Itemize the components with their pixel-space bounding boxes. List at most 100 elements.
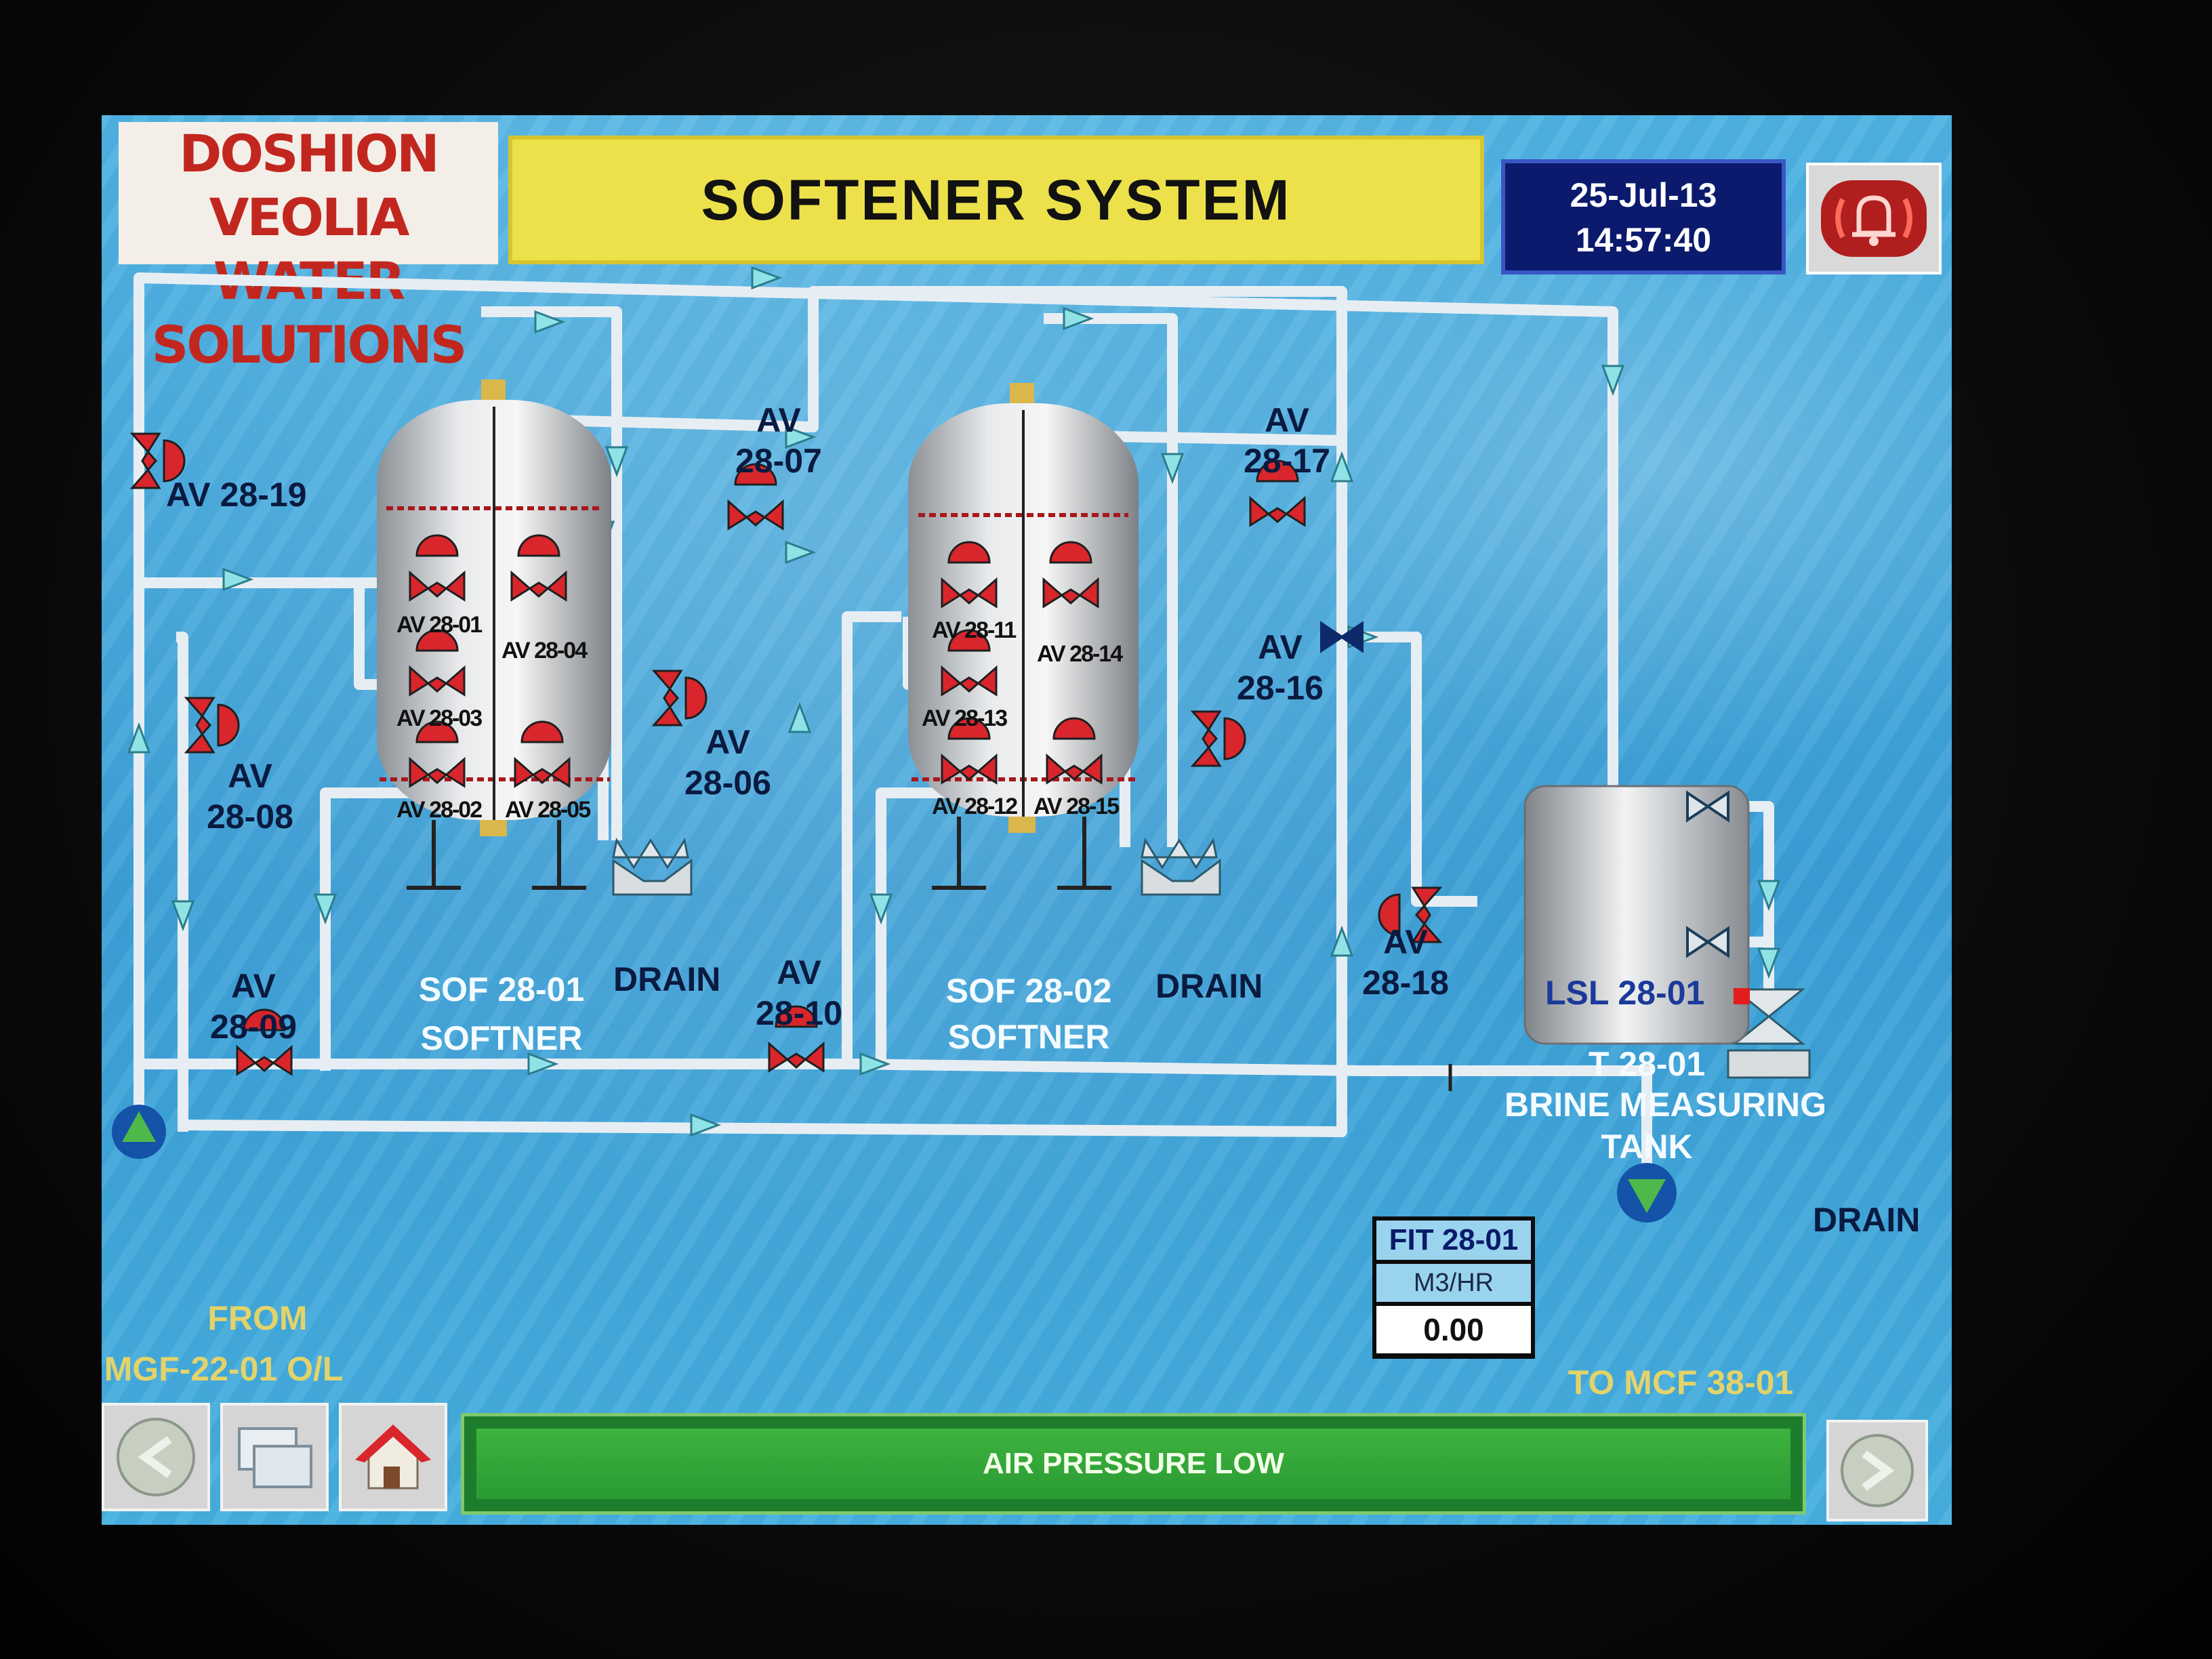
label-av-28-19: AV 28-19 [166, 476, 307, 514]
label-av-28-12: AV 28-12 [932, 794, 1018, 819]
av-number: 28-17 [1244, 442, 1330, 480]
inlet-label-line-2: MGF-22-01 O/L [104, 1350, 344, 1388]
flow-indicator: FIT 28-01 M3/HR 0.00 [1372, 1216, 1535, 1359]
logo-line-1: DOSHION VEOLIA [179, 123, 440, 247]
hmi-screen: DOSHION VEOLIA WATER SOLUTIONS SOFTENER … [102, 115, 1952, 1525]
valve-av-28-16 [1190, 710, 1246, 767]
av-number: 28-18 [1362, 964, 1449, 1002]
pipe-network [134, 272, 1774, 1172]
valve-av-28-01 [409, 534, 466, 602]
valve-av-28-17 [1249, 459, 1306, 527]
valve-av-28-13 [941, 629, 998, 697]
drain-1-label: DRAIN [613, 960, 721, 998]
inlet-label-line-1: FROM [207, 1299, 308, 1337]
valve-av-28-10 [768, 1005, 825, 1073]
alarm-button[interactable] [1806, 163, 1942, 274]
forward-button[interactable] [1826, 1420, 1928, 1521]
av-prefix: AV [231, 967, 276, 1005]
valve-av-28-08 [184, 697, 240, 754]
flow-value: 0.00 [1376, 1306, 1531, 1353]
softener-vessel-2 [908, 383, 1139, 890]
level-switch-label: LSL 28-01 [1545, 974, 1705, 1012]
time-display: 14:57:40 [1575, 221, 1712, 259]
label-av-28-01: AV 28-01 [396, 612, 483, 638]
drain-1 [612, 838, 693, 896]
valve-av-28-19 [129, 432, 186, 489]
valve-av-28-02 [409, 720, 466, 788]
label-av-28-04: AV 28-04 [501, 638, 588, 663]
control-valve-1800 [1320, 621, 1364, 653]
softener-2-tag: SOF 28-02 [945, 972, 1112, 1010]
av-number: 28-09 [210, 1008, 297, 1046]
outlet-indicator [1617, 1163, 1677, 1223]
air-valves [129, 432, 1443, 1076]
inlet-indicator [112, 1105, 166, 1159]
brine-tank-tag: T 28-01 [1588, 1045, 1706, 1083]
av-number: 28-10 [756, 994, 842, 1032]
datetime-panel: 25-Jul-13 14:57:40 [1501, 159, 1786, 274]
valve-av-28-09 [236, 1008, 293, 1076]
valve-av-28-14 [1042, 541, 1099, 609]
page-title: SOFTENER SYSTEM [508, 136, 1484, 264]
alarm-bell-icon [1821, 180, 1927, 257]
label-av-28-02: AV 28-02 [396, 797, 483, 823]
av-prefix: AV [1258, 628, 1303, 666]
windows-icon [238, 1427, 312, 1488]
valve-av-28-03 [409, 629, 466, 697]
av-number: 28-08 [207, 798, 293, 836]
valve-av-28-06 [651, 670, 708, 726]
av-number: 28-06 [684, 764, 771, 802]
av-prefix: AV [705, 723, 750, 761]
brine-tank-desc-1: BRINE MEASURING [1504, 1086, 1827, 1124]
brine-tank-desc-2: TANK [1601, 1128, 1693, 1166]
av-prefix: AV [777, 954, 821, 991]
label-av-28-14: AV 28-14 [1037, 641, 1123, 667]
valve-av-28-05 [514, 720, 571, 788]
av-number: 28-07 [735, 442, 822, 480]
av-prefix: AV [756, 401, 801, 439]
outlet-label: TO MCF 38-01 [1568, 1364, 1794, 1401]
softener-2-type: SOFTNER [947, 1018, 1110, 1056]
home-icon [355, 1425, 431, 1490]
drain-2 [1141, 838, 1221, 896]
back-button[interactable] [102, 1403, 210, 1511]
av-prefix: AV [228, 757, 272, 795]
valve-av-28-04 [510, 534, 567, 602]
process-diagram [112, 266, 1811, 1223]
drain-2-label: DRAIN [1155, 967, 1263, 1005]
label-av-28-03: AV 28-03 [396, 705, 483, 731]
drain-3-label: DRAIN [1813, 1201, 1921, 1239]
brine-tank [1523, 785, 1750, 1045]
av-prefix: AV [1383, 923, 1428, 961]
flow-tag: FIT 28-01 [1376, 1221, 1531, 1260]
valve-av-28-11 [941, 541, 998, 609]
label-av-28-05: AV 28-05 [505, 797, 591, 823]
forward-arrow-icon [1841, 1434, 1914, 1507]
valve-av-28-15 [1046, 717, 1103, 785]
home-button[interactable] [339, 1403, 447, 1511]
av-prefix: AV [1265, 401, 1309, 439]
date-display: 25-Jul-13 [1570, 176, 1717, 214]
valve-av-28-12 [941, 717, 998, 785]
status-bar: AIR PRESSURE LOW [461, 1413, 1806, 1515]
softener-vessel-1 [377, 380, 611, 890]
drain-3 [1727, 988, 1811, 1079]
manual-valves [1686, 790, 1729, 958]
softener-1-tag: SOF 28-01 [418, 970, 585, 1008]
status-message: AIR PRESSURE LOW [476, 1429, 1790, 1499]
valve-av-28-07 [727, 463, 784, 531]
back-arrow-icon [117, 1418, 195, 1496]
label-av-28-15: AV 28-15 [1033, 794, 1120, 819]
valve-av-28-18 [1378, 886, 1443, 943]
flow-unit: M3/HR [1376, 1264, 1531, 1302]
label-av-28-13: AV 28-13 [922, 705, 1008, 731]
windows-button[interactable] [220, 1403, 329, 1511]
